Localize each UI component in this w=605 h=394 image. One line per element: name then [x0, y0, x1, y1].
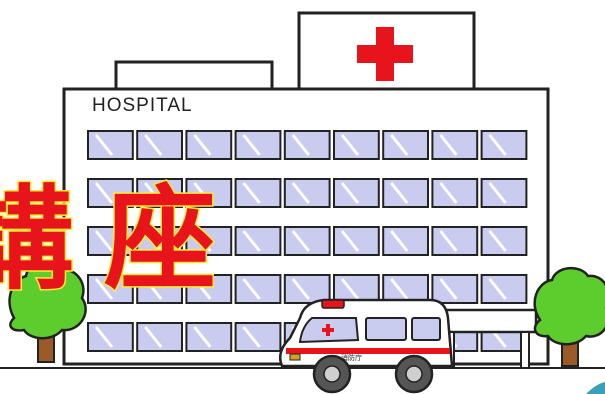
window-shine [291, 134, 310, 156]
window-shine [193, 326, 212, 348]
hospital-sign: HOSPITAL [92, 95, 193, 116]
window-shine [242, 230, 261, 252]
window-shine [291, 230, 310, 252]
window-shine [193, 278, 212, 300]
window-shine [94, 230, 114, 252]
window-shine [439, 182, 458, 204]
ambulance [279, 298, 454, 394]
red-cross-horizontal [357, 45, 413, 63]
window-shine [144, 230, 163, 252]
siren-light [321, 299, 345, 309]
ambulance-stripe [286, 348, 450, 354]
canopy-roof [436, 308, 538, 334]
ambulance-window-2 [411, 317, 441, 341]
window-shine [439, 230, 458, 252]
window-shine [144, 278, 163, 300]
window-shine [144, 134, 163, 156]
window-shine [144, 182, 163, 204]
canopy-pillar-right [520, 331, 530, 369]
window-shine [291, 182, 310, 204]
window-shine [340, 182, 360, 204]
window-shine [94, 326, 114, 348]
window-shine [340, 134, 360, 156]
window-shine [94, 134, 114, 156]
window-shine [340, 278, 360, 300]
window-shine [242, 278, 261, 300]
overlay-char-2: 座 [103, 175, 218, 305]
rear-wheel-hub [405, 365, 423, 383]
window-shine [242, 182, 261, 204]
window-shine [242, 134, 261, 156]
window-shine [439, 134, 458, 156]
window-shine [193, 134, 212, 156]
window-shine [193, 230, 212, 252]
tree-left [8, 261, 87, 363]
window-shine [488, 182, 507, 204]
window-shine [488, 230, 507, 252]
window-shine [488, 278, 507, 300]
window-shine [488, 134, 507, 156]
tree-left-foliage [8, 261, 87, 340]
overlay-char-1: 講 [0, 175, 76, 305]
front-wheel-hub [323, 365, 341, 383]
window-shine [390, 278, 409, 300]
ambulance-window-1 [365, 317, 407, 341]
window-shine [291, 278, 310, 300]
headlight [289, 353, 301, 361]
window-shine [193, 182, 212, 204]
ambulance-cross-v [326, 324, 330, 336]
window-shine [390, 182, 409, 204]
ambulance-door-text: 消防庁 [341, 354, 362, 362]
window-shine [94, 278, 114, 300]
window-shine [340, 230, 360, 252]
tree-right [533, 267, 605, 367]
window-shine [390, 230, 409, 252]
cross-tower [297, 11, 476, 95]
window-shine [242, 326, 261, 348]
tree-right-foliage [533, 267, 605, 346]
corner-arc [586, 382, 605, 394]
window-shine [439, 278, 458, 300]
window-shine [390, 134, 409, 156]
window-shine [144, 326, 163, 348]
window-shine [94, 182, 114, 204]
